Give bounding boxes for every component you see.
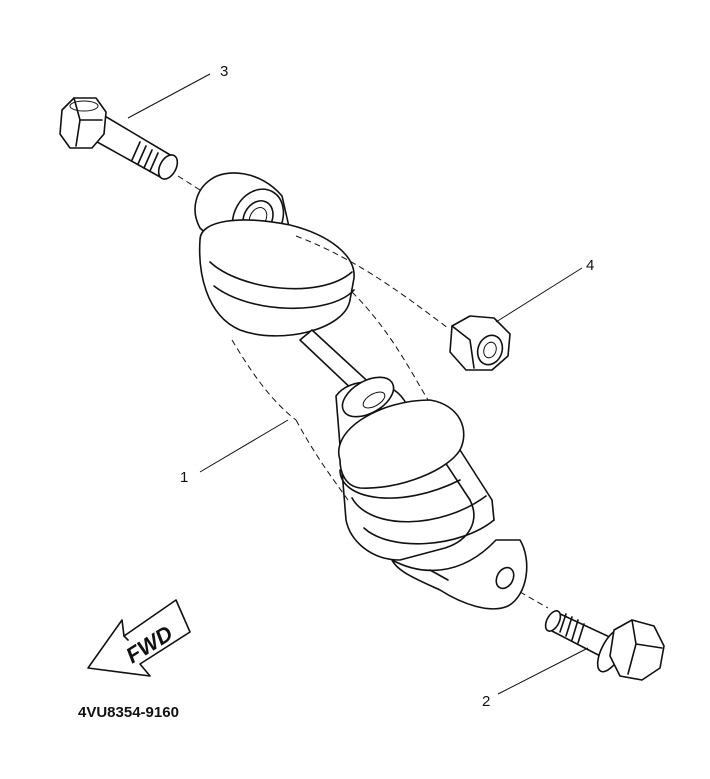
coil-spring [337,399,495,545]
fwd-direction-arrow: FWD [87,599,191,677]
callout-3: 3 [220,63,228,80]
callout-1: 1 [180,469,188,486]
upper-bolt-hex-head [59,97,107,149]
lower-mount-eye [391,539,528,610]
rear-shock-absorber[interactable] [194,172,549,610]
part-code: 4VU8354-9160 [78,704,179,721]
upper-nut[interactable] [295,235,511,371]
upper-bolt[interactable] [59,97,201,191]
upper-bolt-threads [131,141,179,180]
lower-bolt[interactable] [543,608,665,681]
callout-4: 4 [586,257,594,274]
upper-spring-seat [198,219,355,337]
callout-2: 2 [482,693,490,710]
leader-lines [127,73,589,695]
